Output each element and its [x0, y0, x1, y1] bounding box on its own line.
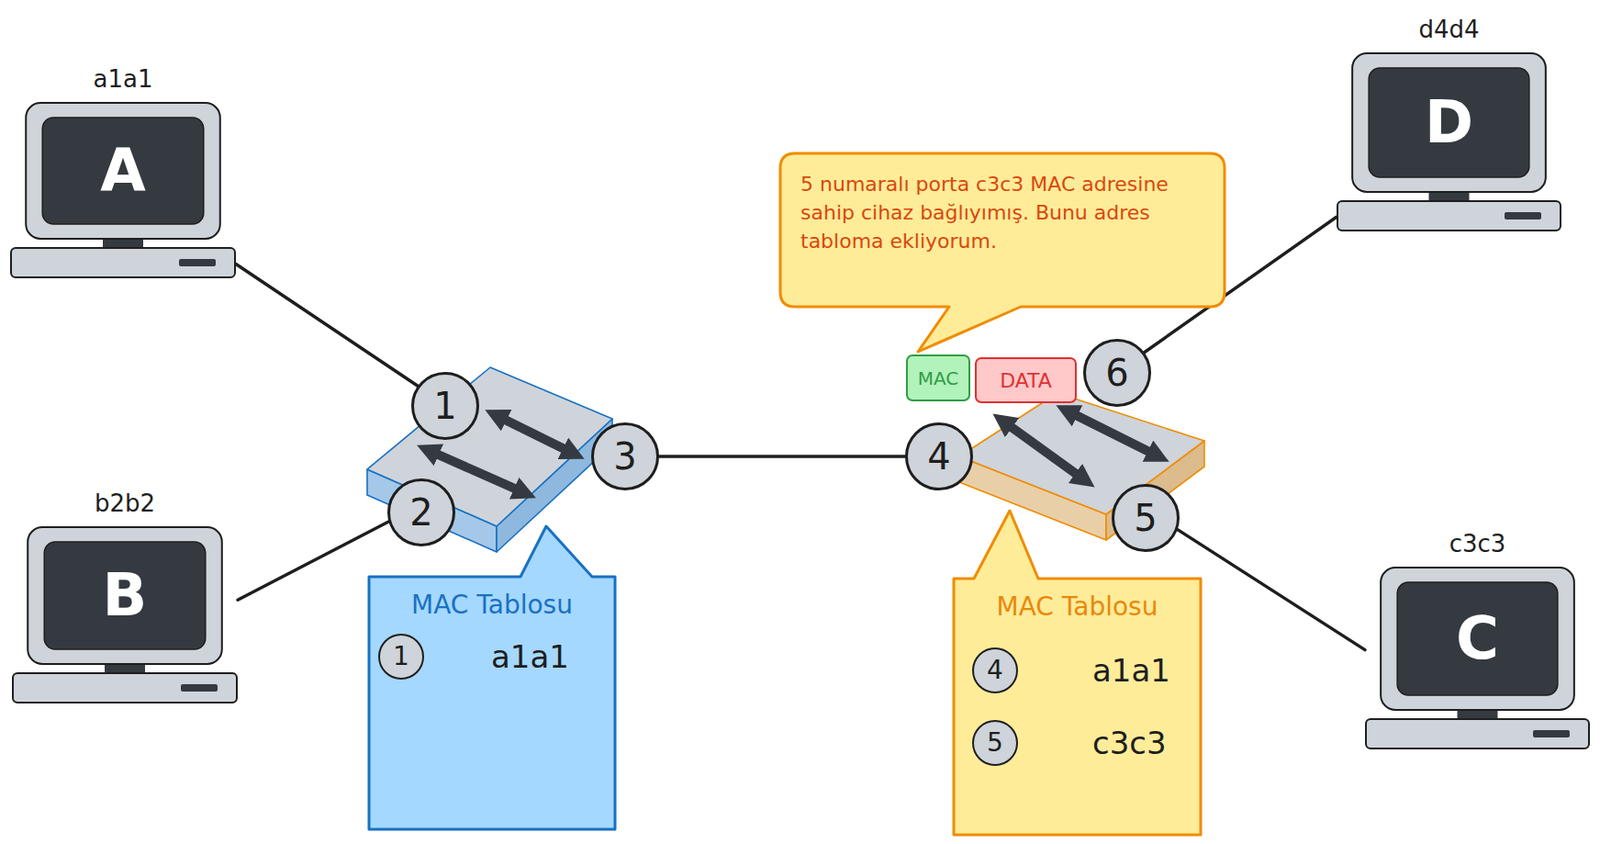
network-cable	[1177, 529, 1366, 650]
computer: c3c3C	[1365, 526, 1590, 750]
table-port: 1	[378, 633, 425, 680]
callout-text: 5 numaralı porta c3c3 MAC adresine sahip…	[800, 169, 1205, 256]
computer: d4d4D	[1336, 12, 1562, 233]
device-mac: b2b2	[11, 488, 238, 518]
port-number: 1	[411, 371, 480, 440]
device-mac: c3c3	[1365, 528, 1590, 559]
table-title: MAC Tablosu	[962, 591, 1192, 623]
speech-callout: 5 numaralı porta c3c3 MAC adresine sahip…	[780, 153, 1225, 307]
computer: a1a1A	[10, 62, 236, 280]
device-letter: D	[1336, 67, 1562, 178]
port-label: 1	[392, 643, 410, 670]
port-number: 3	[591, 422, 660, 491]
device-letter: A	[10, 117, 236, 224]
port-label: 4	[986, 657, 1004, 683]
table-port: 5	[972, 719, 1019, 766]
table-port: 4	[972, 647, 1019, 694]
field-label: DATA	[999, 369, 1052, 392]
port-label: 5	[986, 729, 1004, 756]
port-label: 2	[409, 493, 433, 531]
port-label: 3	[613, 437, 637, 475]
port-number: 5	[1111, 483, 1180, 552]
mac-table: MAC Tablosu 4 5	[953, 578, 1201, 835]
frame-field: DATA	[974, 357, 1077, 403]
port-label: 1	[433, 387, 457, 425]
computer: b2b2B	[11, 486, 238, 705]
port-label: 4	[927, 437, 951, 475]
device-letter: B	[11, 541, 238, 649]
table-entry: c3c3	[1092, 724, 1167, 761]
table-title: MAC Tablosu	[378, 589, 606, 621]
network-cable	[235, 263, 418, 386]
field-label: MAC	[917, 367, 960, 390]
mac-table: MAC Tablosu 1	[369, 576, 616, 829]
port-number: 2	[387, 478, 456, 547]
port-number: 6	[1083, 338, 1152, 407]
switch-blue	[367, 367, 613, 552]
port-label: 6	[1105, 354, 1129, 392]
table-entry: a1a1	[1092, 651, 1171, 689]
port-label: 5	[1133, 499, 1157, 537]
device-mac: d4d4	[1336, 14, 1562, 45]
table-entry: a1a1	[491, 637, 570, 675]
network-cable	[659, 454, 906, 459]
network-cable	[237, 521, 389, 600]
frame-field: MAC	[906, 354, 971, 402]
switch-arrows	[1002, 410, 1159, 481]
device-letter: C	[1365, 581, 1590, 695]
device-mac: a1a1	[10, 64, 236, 94]
port-number: 4	[905, 422, 974, 491]
